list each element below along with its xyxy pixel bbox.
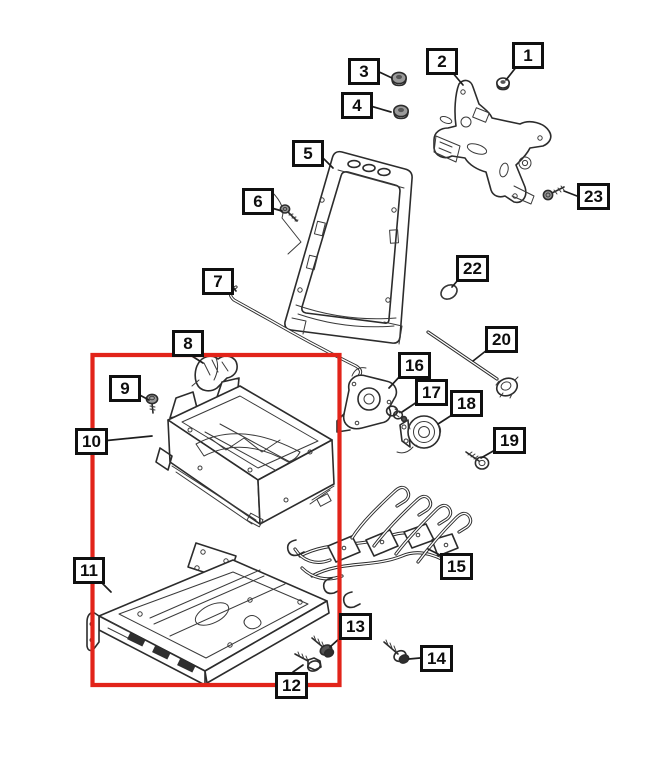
- callout-2[interactable]: 2: [426, 48, 458, 75]
- callout-14[interactable]: 14: [420, 645, 453, 672]
- part-push-nut-3: [392, 72, 406, 85]
- part-torsion-wire: [230, 287, 363, 392]
- callout-10[interactable]: 10: [75, 428, 108, 455]
- callout-16[interactable]: 16: [398, 352, 431, 379]
- callout-20[interactable]: 20: [485, 326, 518, 353]
- part-hex-bolt-12: [295, 652, 322, 673]
- callout-6[interactable]: 6: [242, 188, 274, 215]
- part-screw-9: [146, 394, 157, 413]
- callout-4[interactable]: 4: [341, 92, 373, 119]
- callout-7[interactable]: 7: [202, 268, 234, 295]
- part-push-nut-1: [497, 78, 509, 90]
- part-seat-back-panel-bracket: [434, 80, 551, 204]
- part-seat-cushion-pan: [156, 378, 334, 527]
- callout-17[interactable]: 17: [415, 379, 448, 406]
- callout-13[interactable]: 13: [339, 613, 372, 640]
- part-recliner-bracket: [337, 368, 396, 432]
- part-o-ring: [438, 282, 459, 302]
- part-seat-back-frame: [272, 152, 412, 344]
- callout-1[interactable]: 1: [512, 42, 544, 69]
- part-seat-adjuster-track: [87, 543, 329, 685]
- part-retainer-clip: [192, 356, 237, 391]
- callout-12[interactable]: 12: [275, 672, 308, 699]
- callout-11[interactable]: 11: [73, 557, 105, 584]
- part-screw-23: [543, 186, 564, 200]
- callout-5[interactable]: 5: [292, 140, 324, 167]
- part-recliner-motor: [397, 416, 441, 453]
- part-shoulder-screw: [466, 452, 489, 469]
- callout-9[interactable]: 9: [109, 375, 141, 402]
- part-hex-bolt-14: [384, 640, 410, 665]
- part-push-nut-4: [394, 105, 408, 118]
- callout-22[interactable]: 22: [456, 255, 489, 282]
- callout-18[interactable]: 18: [450, 390, 483, 417]
- callout-15[interactable]: 15: [440, 553, 473, 580]
- part-adapter-fitting: [387, 406, 407, 421]
- callout-23[interactable]: 23: [577, 183, 610, 210]
- callout-3[interactable]: 3: [348, 58, 380, 85]
- callout-19[interactable]: 19: [493, 427, 526, 454]
- leader-lines: [100, 66, 577, 672]
- highlight-rectangle: [93, 355, 340, 685]
- part-hex-bolt-13: [312, 636, 335, 658]
- callout-8[interactable]: 8: [172, 330, 204, 357]
- part-drive-rod: [428, 332, 520, 399]
- part-wire-harness-frame: [288, 487, 471, 607]
